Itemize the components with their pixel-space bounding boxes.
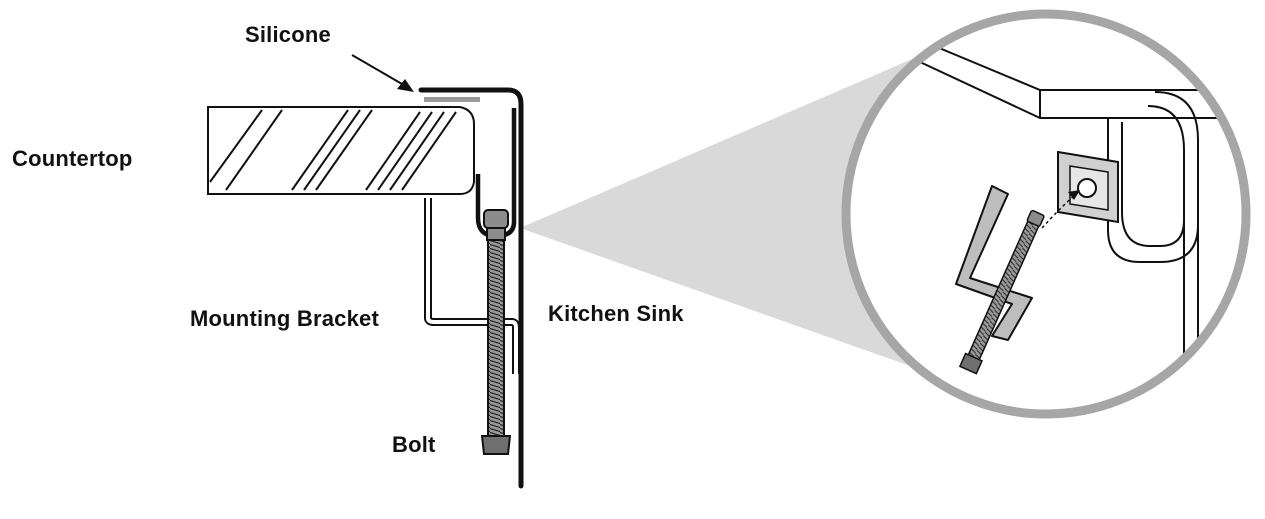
countertop-hatching xyxy=(209,109,457,191)
silicone-pointer xyxy=(351,54,414,92)
silicone-strip xyxy=(424,97,480,102)
sink-profile xyxy=(418,87,524,489)
label-bolt: Bolt xyxy=(392,432,436,457)
label-countertop: Countertop xyxy=(12,146,133,171)
detail-bracket xyxy=(955,185,1033,341)
detail-bolt xyxy=(958,209,1045,375)
label-kitchen-sink: Kitchen Sink xyxy=(548,301,684,326)
zoom-detail xyxy=(841,9,1251,419)
clip-hole xyxy=(1077,178,1097,198)
zoom-detail-contents xyxy=(846,39,1246,380)
label-mounting-bracket: Mounting Bracket xyxy=(190,306,379,331)
countertop xyxy=(207,106,475,195)
bolt xyxy=(480,209,512,455)
label-silicone: Silicone xyxy=(245,22,331,47)
insertion-arrow xyxy=(1041,195,1075,229)
